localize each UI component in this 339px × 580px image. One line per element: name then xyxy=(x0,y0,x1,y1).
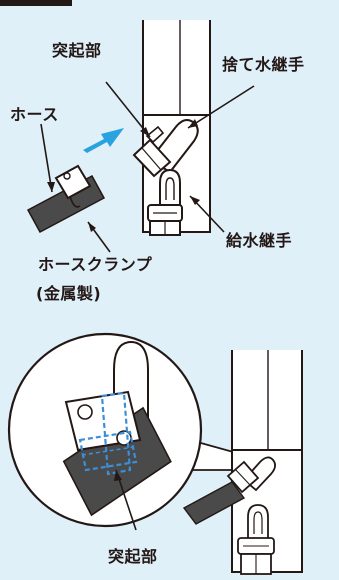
protrusion-highlight xyxy=(100,391,132,476)
supply-joint-small xyxy=(237,504,275,575)
label-hose: ホース xyxy=(10,105,59,124)
drain-joint-small xyxy=(226,456,276,494)
hose-with-clamp xyxy=(26,164,106,234)
label-supply-joint: 給水継手 xyxy=(226,231,293,250)
label-protrusion-bottom: 突起部 xyxy=(108,547,158,566)
hose-small xyxy=(182,481,246,525)
label-hose-clamp-material: (金属製) xyxy=(36,284,102,303)
zoom-callout xyxy=(7,332,203,528)
label-protrusion-top: 突起部 xyxy=(52,41,102,60)
drain-joint xyxy=(132,119,199,178)
blue-arrow-icon xyxy=(83,128,124,153)
protrusion-nub-top xyxy=(145,125,165,144)
leader-arrowheads-top xyxy=(47,119,200,232)
supply-joint xyxy=(147,168,183,236)
corner-tab xyxy=(0,0,72,6)
label-drain-joint: 捨て水継手 xyxy=(222,55,305,74)
label-hose-clamp: ホースクランプ xyxy=(38,255,153,274)
